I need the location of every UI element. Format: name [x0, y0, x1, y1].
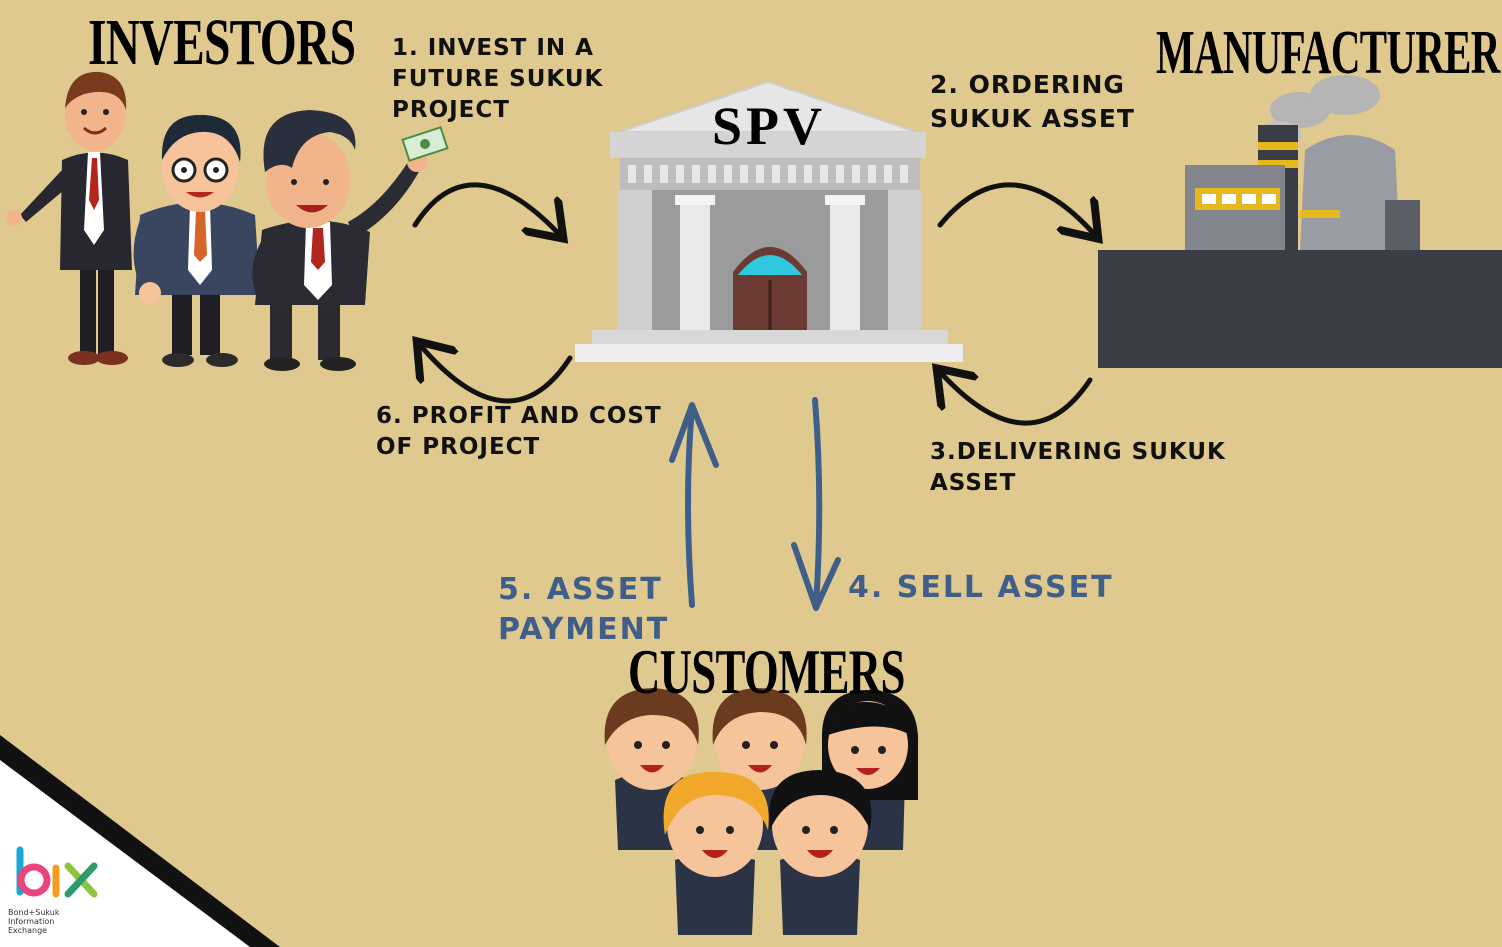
arrow-manufacturer-to-spv [940, 372, 1093, 426]
bix-logo-word [10, 842, 102, 924]
arrow-customers-to-spv [685, 405, 695, 608]
investors-illustration [6, 71, 449, 371]
investor-figure [133, 114, 260, 367]
arrow-spv-to-customers [812, 397, 823, 608]
spv-heading: SPV [712, 96, 827, 156]
customers-illustration [604, 688, 919, 935]
customer-figure [663, 771, 769, 935]
arrow-investors-to-spv [412, 182, 560, 235]
bix-logo-caption: Bond+Sukuk Information Exchange [8, 908, 60, 935]
factory-illustration [1098, 75, 1502, 368]
customer-arrows [669, 397, 841, 611]
step-5-label: 5. ASSET PAYMENT [498, 572, 670, 647]
investor-figure [252, 110, 449, 371]
arrow-spv-to-manufacturer [937, 182, 1095, 235]
investors-heading: INVESTORS [88, 6, 356, 79]
customers-heading: CUSTOMERS [628, 636, 905, 707]
customer-figure [769, 770, 872, 935]
step-3-label: 3.DELIVERING SUKUK ASSET [930, 439, 1226, 496]
step-6-label: 6. PROFIT AND COST OF PROJECT [376, 403, 662, 460]
step-2-label: 2. ORDERING SUKUK ASSET [930, 70, 1135, 133]
investor-figure [6, 71, 132, 365]
manufacturer-heading: MANUFACTURER [1156, 19, 1500, 87]
bix-logo: Bond+Sukuk Information Exchange [4, 842, 104, 942]
spv-bank-illustration [575, 80, 963, 362]
step-1-label: 1. INVEST IN A FUTURE SUKUK PROJECT [392, 35, 604, 123]
step-4-label: 4. SELL ASSET [848, 570, 1114, 605]
flow-arrows [412, 182, 1095, 426]
arrow-spv-to-investors [420, 345, 573, 404]
bix-logo-mark [16, 846, 98, 898]
